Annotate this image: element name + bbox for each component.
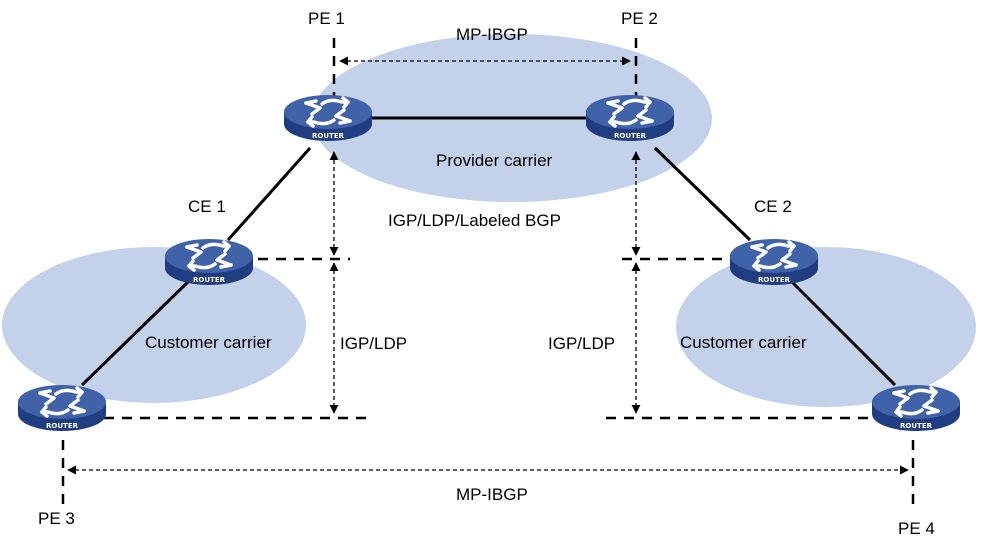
reference-lines bbox=[61, 38, 915, 510]
mp-ibgp-top-label: MP-IBGP bbox=[456, 25, 528, 44]
router-badge: ROUTER bbox=[900, 422, 933, 430]
router-badge: ROUTER bbox=[758, 276, 791, 284]
label-ce1: CE 1 bbox=[188, 197, 226, 216]
customer-carrier-left-region bbox=[2, 247, 306, 403]
label-pe4: PE 4 bbox=[898, 519, 935, 538]
right-access-protocol-label: IGP/LDP bbox=[548, 334, 615, 353]
link-ce1-pe3 bbox=[80, 278, 192, 387]
link-ce2-pe4 bbox=[788, 278, 897, 387]
customer-carrier-left-label: Customer carrier bbox=[145, 333, 272, 352]
label-pe3: PE 3 bbox=[38, 509, 75, 528]
link-pe2-ce2 bbox=[653, 146, 752, 242]
session-arrows bbox=[67, 56, 909, 475]
router-badge: ROUTER bbox=[614, 132, 647, 140]
customer-carrier-right-region bbox=[676, 247, 976, 407]
router-badge: ROUTER bbox=[46, 422, 79, 430]
router-pe2[interactable]: ROUTER bbox=[584, 93, 676, 143]
customer-carrier-right-label: Customer carrier bbox=[680, 333, 807, 352]
link-pe1-ce1 bbox=[226, 147, 312, 241]
physical-links bbox=[80, 116, 897, 387]
router-ce2[interactable]: ROUTER bbox=[728, 237, 820, 287]
mp-ibgp-bottom-label: MP-IBGP bbox=[456, 485, 528, 504]
left-access-protocol-label: IGP/LDP bbox=[340, 334, 407, 353]
provider-carrier-label: Provider carrier bbox=[436, 151, 553, 170]
label-pe2: PE 2 bbox=[621, 9, 658, 28]
router-ce1[interactable]: ROUTER bbox=[163, 237, 255, 287]
router-badge: ROUTER bbox=[312, 132, 345, 140]
router-badge: ROUTER bbox=[193, 276, 226, 284]
backbone-protocol-label: IGP/LDP/Labeled BGP bbox=[388, 211, 561, 230]
router-pe1[interactable]: ROUTER bbox=[282, 93, 374, 143]
label-ce2: CE 2 bbox=[754, 197, 792, 216]
router-pe3[interactable]: ROUTER bbox=[16, 383, 108, 433]
label-pe1: PE 1 bbox=[308, 9, 345, 28]
router-pe4[interactable]: ROUTER bbox=[870, 383, 962, 433]
